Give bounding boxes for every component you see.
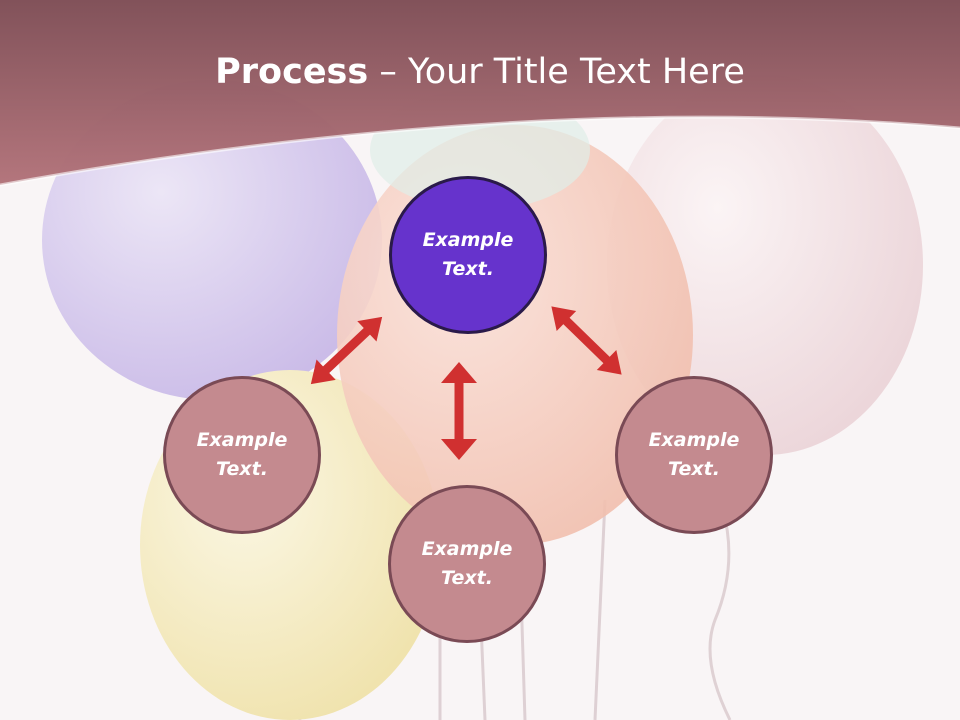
process-node-bottom-label: Example Text. — [421, 538, 513, 589]
title-rest: – Your Title Text Here — [368, 52, 745, 92]
process-node-top[interactable]: Example Text. — [389, 176, 547, 334]
process-node-right-label: Example Text. — [648, 429, 740, 480]
title-bold: Process — [215, 52, 369, 92]
process-node-right[interactable]: Example Text. — [615, 376, 773, 534]
process-node-left-label: Example Text. — [196, 429, 288, 480]
slide-title: Process – Your Title Text Here — [0, 52, 960, 92]
process-node-bottom[interactable]: Example Text. — [388, 485, 546, 643]
process-node-left[interactable]: Example Text. — [163, 376, 321, 534]
process-node-top-label: Example Text. — [422, 229, 514, 280]
